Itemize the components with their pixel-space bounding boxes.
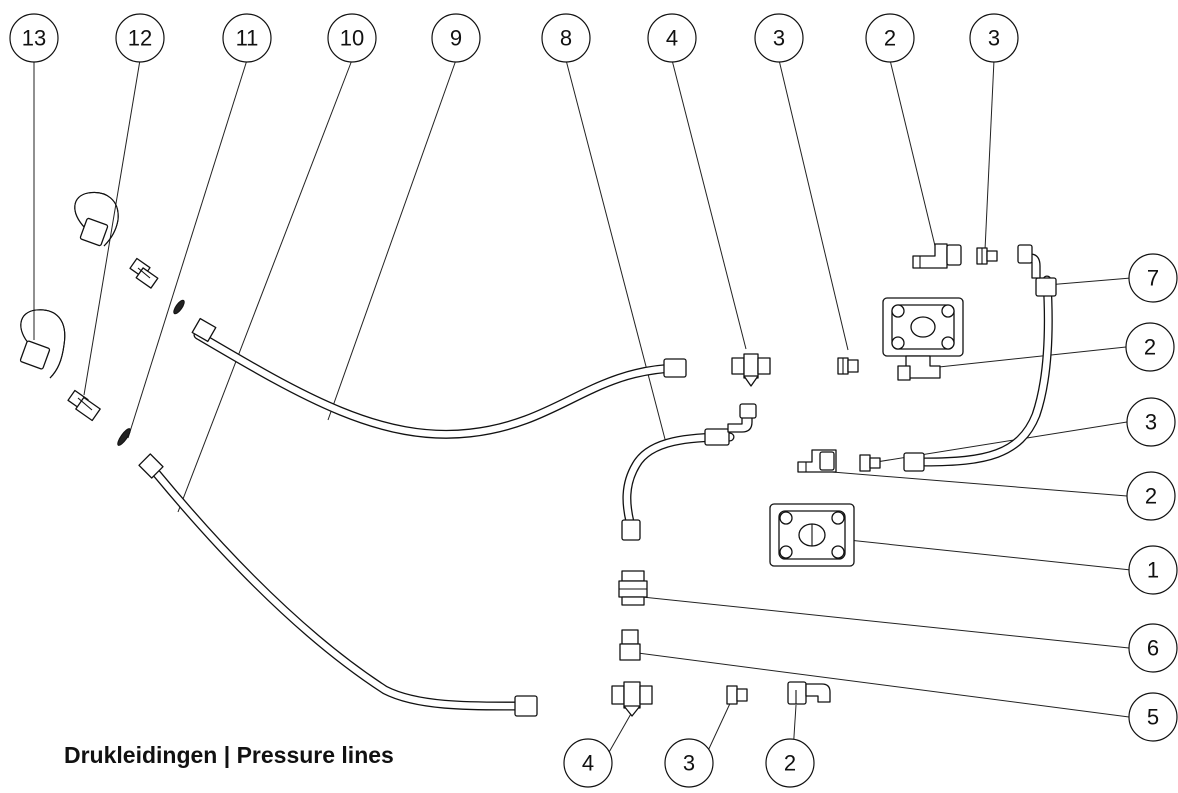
balloon-12: 12 xyxy=(115,13,165,63)
balloon-10: 10 xyxy=(327,13,377,63)
part-4-tee-lower xyxy=(611,681,653,717)
balloon-label: 6 xyxy=(1147,636,1159,661)
part-1-pump-flange xyxy=(769,503,855,567)
balloon-11: 11 xyxy=(222,13,272,63)
balloon-label: 12 xyxy=(128,26,152,51)
balloon-3-bottom: 3 xyxy=(664,738,714,788)
balloon-label: 13 xyxy=(22,26,46,51)
part-11-seal-ring-lower xyxy=(117,428,131,446)
balloon-2-top: 2 xyxy=(865,13,915,63)
balloon-3-right: 3 xyxy=(1126,397,1176,447)
hose-9-fittings xyxy=(191,317,687,378)
balloon-label: 3 xyxy=(988,26,1000,51)
hose-7 xyxy=(920,275,1053,467)
part-7-valve-assembly xyxy=(882,297,964,381)
balloon-5: 5 xyxy=(1128,692,1178,742)
balloon-1: 1 xyxy=(1128,545,1178,595)
balloon-7: 7 xyxy=(1128,253,1178,303)
balloon-2-right-upper: 2 xyxy=(1125,322,1175,372)
balloon-label: 4 xyxy=(582,751,594,776)
balloon-label: 2 xyxy=(884,26,896,51)
part-12-quick-coupler-upper xyxy=(129,257,159,289)
balloon-label: 11 xyxy=(236,26,259,51)
balloon-2-right-lower: 2 xyxy=(1126,471,1176,521)
part-3-nipple-bottom xyxy=(726,685,748,705)
balloon-label: 10 xyxy=(340,26,364,51)
hose-7-fittings xyxy=(903,244,1057,472)
part-12-quick-coupler-lower xyxy=(67,389,101,422)
part-13-dust-cap-upper xyxy=(74,191,119,247)
balloon-4-bottom: 4 xyxy=(563,738,613,788)
hose-10-fittings xyxy=(138,453,538,717)
balloon-label: 1 xyxy=(1147,558,1159,583)
hose-10 xyxy=(152,469,530,711)
hose-8-fittings xyxy=(621,403,757,541)
part-11-seal-ring-upper xyxy=(173,299,185,315)
hose-9 xyxy=(193,330,683,439)
balloon-label: 3 xyxy=(773,26,785,51)
balloon-label: 5 xyxy=(1147,705,1159,730)
part-6-adapter xyxy=(618,570,648,606)
part-3-nipple-middle xyxy=(837,357,859,375)
balloon-2-bottom: 2 xyxy=(765,738,815,788)
part-2-elbow-top xyxy=(912,243,962,269)
balloon-9: 9 xyxy=(431,13,481,63)
balloon-label: 3 xyxy=(683,751,695,776)
part-5-coupling xyxy=(619,629,641,661)
part-4-tee-upper xyxy=(731,353,771,387)
part-13-dust-cap-lower xyxy=(19,309,66,379)
balloon-3-top: 3 xyxy=(754,13,804,63)
balloon-label: 8 xyxy=(560,26,572,51)
part-3-nipple-top xyxy=(976,247,998,265)
balloon-8: 8 xyxy=(541,13,591,63)
balloon-label: 3 xyxy=(1145,410,1157,435)
balloon-label: 4 xyxy=(666,26,678,51)
part-3-nipple-right xyxy=(859,454,881,472)
balloon-label: 9 xyxy=(450,26,462,51)
diagram-caption: Drukleidingen | Pressure lines xyxy=(64,742,394,768)
balloon-label: 2 xyxy=(1145,484,1157,509)
balloon-4-top: 4 xyxy=(647,13,697,63)
hose-8 xyxy=(622,432,735,527)
balloon-label: 2 xyxy=(1144,335,1156,360)
leader-lines xyxy=(33,59,1132,769)
part-2-elbow-bottom xyxy=(787,681,831,705)
balloon-label: 2 xyxy=(784,751,796,776)
balloon-13: 13 xyxy=(9,13,59,63)
balloon-6: 6 xyxy=(1128,623,1178,673)
part-2-elbow-right xyxy=(797,449,837,473)
balloon-3-top-right: 3 xyxy=(969,13,1019,63)
balloon-label: 7 xyxy=(1147,266,1159,291)
